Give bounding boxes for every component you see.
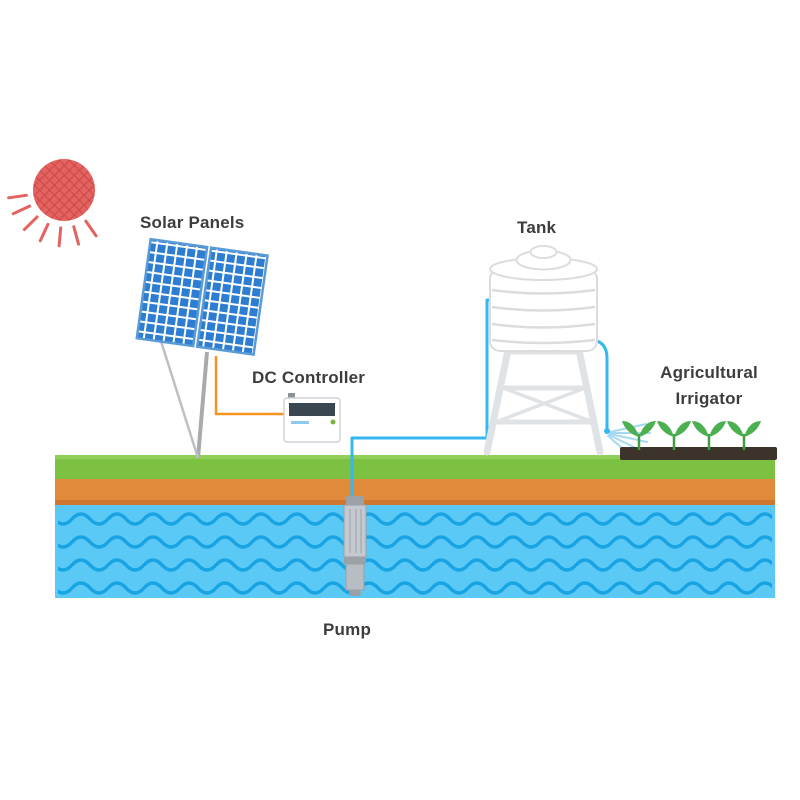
label-tank: Tank [517, 218, 557, 237]
pump-bottom-cap [349, 590, 361, 596]
solar-panel-right [195, 246, 269, 357]
solar-panel-left [135, 237, 209, 348]
pump-body [343, 504, 367, 558]
grass-highlight [55, 455, 775, 459]
controller-led [330, 419, 336, 425]
dc-controller-box [283, 393, 341, 443]
controller-mount [288, 393, 295, 399]
sprout [622, 421, 656, 450]
submersible-pump [343, 496, 367, 596]
sprout [727, 421, 761, 450]
controller-display [289, 403, 335, 416]
controller-logo [291, 421, 309, 424]
dc-wire [214, 356, 286, 416]
label-pump: Pump [323, 620, 372, 639]
label-irrigator-line2: Irrigator [675, 389, 743, 409]
sprout [692, 421, 726, 450]
panel-support-leg [158, 337, 200, 459]
sprouts [622, 421, 761, 450]
tank-tower [483, 346, 604, 456]
tank-knob [529, 245, 558, 259]
sun [7, 159, 98, 248]
ground-layers [55, 455, 775, 598]
sun-disc [33, 159, 95, 221]
label-dc-controller: DC Controller [252, 368, 366, 387]
pump-top-cap [346, 496, 364, 505]
label-solar-panels: Solar Panels [140, 213, 245, 232]
sprout [657, 421, 691, 450]
soil-edge [55, 500, 775, 505]
pump-motor [345, 563, 365, 591]
label-irrigator-line1: Agricultural [660, 363, 758, 382]
spray-nozzle [604, 428, 610, 434]
water-tank [489, 245, 598, 352]
sun-rays [7, 193, 98, 248]
pump-band [344, 557, 366, 564]
water-waves [58, 507, 772, 597]
solar-panels [135, 237, 269, 357]
label-agricultural-irrigator: Agricultural Irrigator [630, 360, 788, 413]
field-soil [620, 447, 777, 460]
panel-poles [158, 337, 209, 459]
soil-layer [55, 479, 775, 500]
panel-main-pole [196, 351, 209, 459]
